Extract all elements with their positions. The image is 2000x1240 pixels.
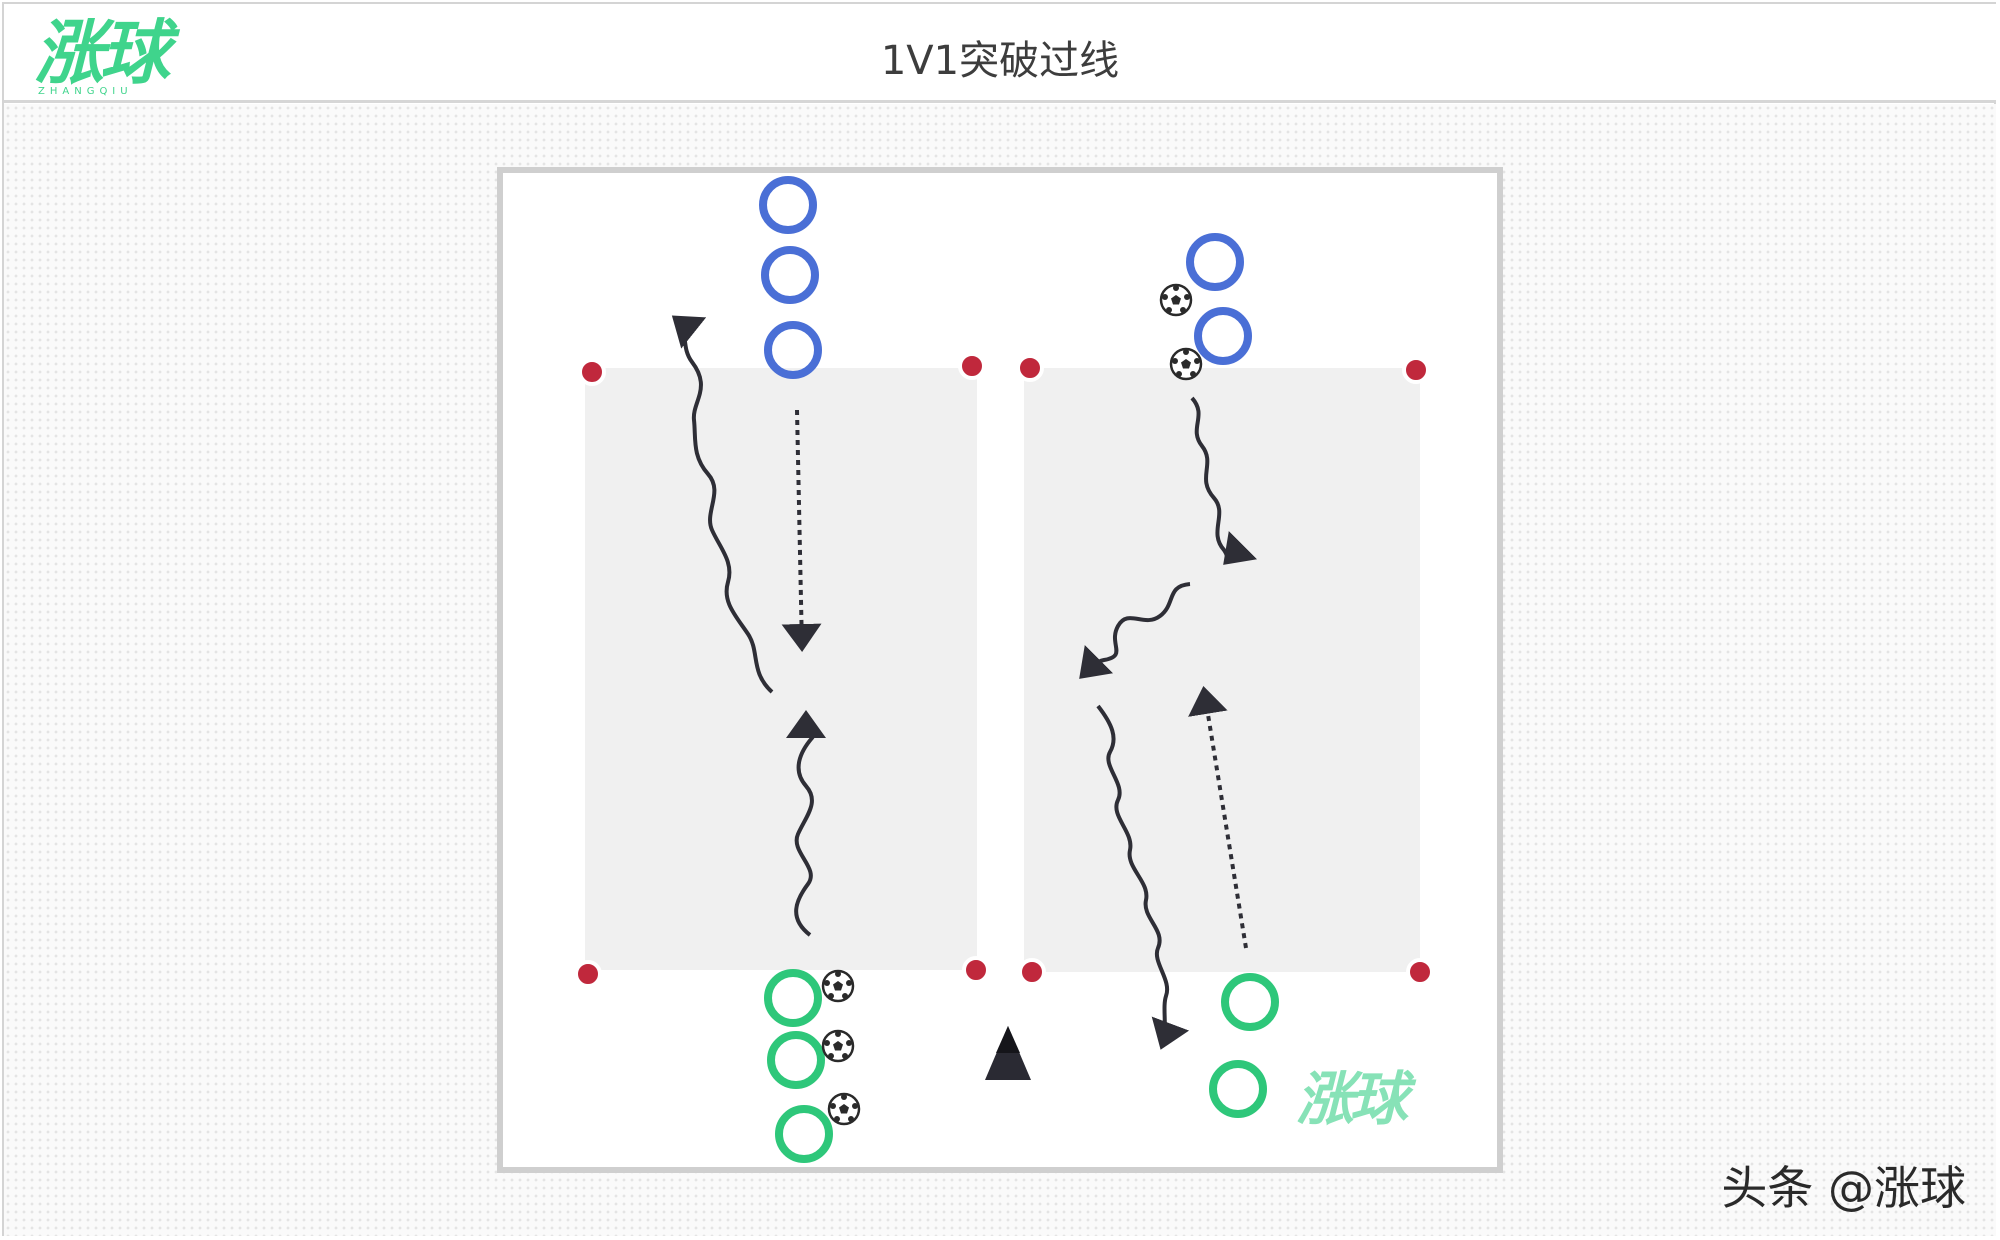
soccer-ball-icon: [821, 1029, 855, 1063]
soccer-ball-icon: [821, 969, 855, 1003]
cone-icon: [1016, 354, 1044, 382]
soccer-ball-icon: [1159, 283, 1193, 317]
blue-player: [764, 321, 822, 379]
cone-icon: [574, 960, 602, 988]
diagram-logo-watermark: 涨球: [1296, 1065, 1408, 1133]
dribble-arrow: [1096, 704, 1190, 1050]
blue-player: [1194, 307, 1252, 365]
soccer-ball-icon: [1169, 347, 1203, 381]
run-arrow: [1188, 686, 1248, 949]
logo-subtext: ZHANGQIU: [38, 86, 133, 97]
soccer-ball-icon: [827, 1092, 861, 1126]
logo-text: 涨球: [34, 12, 170, 94]
blue-player: [1186, 233, 1244, 291]
green-player: [1209, 1060, 1267, 1118]
brand-logo[interactable]: 涨球 ZHANGQIU: [34, 14, 234, 100]
green-player: [1221, 973, 1279, 1031]
cone-icon: [1406, 958, 1434, 986]
green-player: [764, 969, 822, 1027]
cone-icon: [958, 352, 986, 380]
blue-player: [761, 246, 819, 304]
cone-icon: [1402, 356, 1430, 384]
dribble-arrow: [786, 710, 827, 937]
cone-icon: [1018, 958, 1046, 986]
right-zone: [1024, 368, 1420, 972]
cone-icon: [962, 956, 990, 984]
left-zone: [585, 368, 977, 970]
dribble-arrow: [671, 315, 774, 694]
cone-icon: [578, 358, 606, 386]
page-title: 1V1突破过线: [880, 38, 1120, 84]
dribble-arrow: [1190, 396, 1258, 565]
green-player: [775, 1105, 833, 1163]
header: 涨球 ZHANGQIU 1V1突破过线: [4, 4, 1996, 103]
coach-triangle-icon: [985, 1026, 1031, 1080]
green-player: [767, 1031, 825, 1089]
dribble-arrow: [1079, 582, 1191, 679]
source-watermark: 头条 @涨球: [1721, 1161, 1966, 1215]
blue-player: [759, 176, 817, 234]
